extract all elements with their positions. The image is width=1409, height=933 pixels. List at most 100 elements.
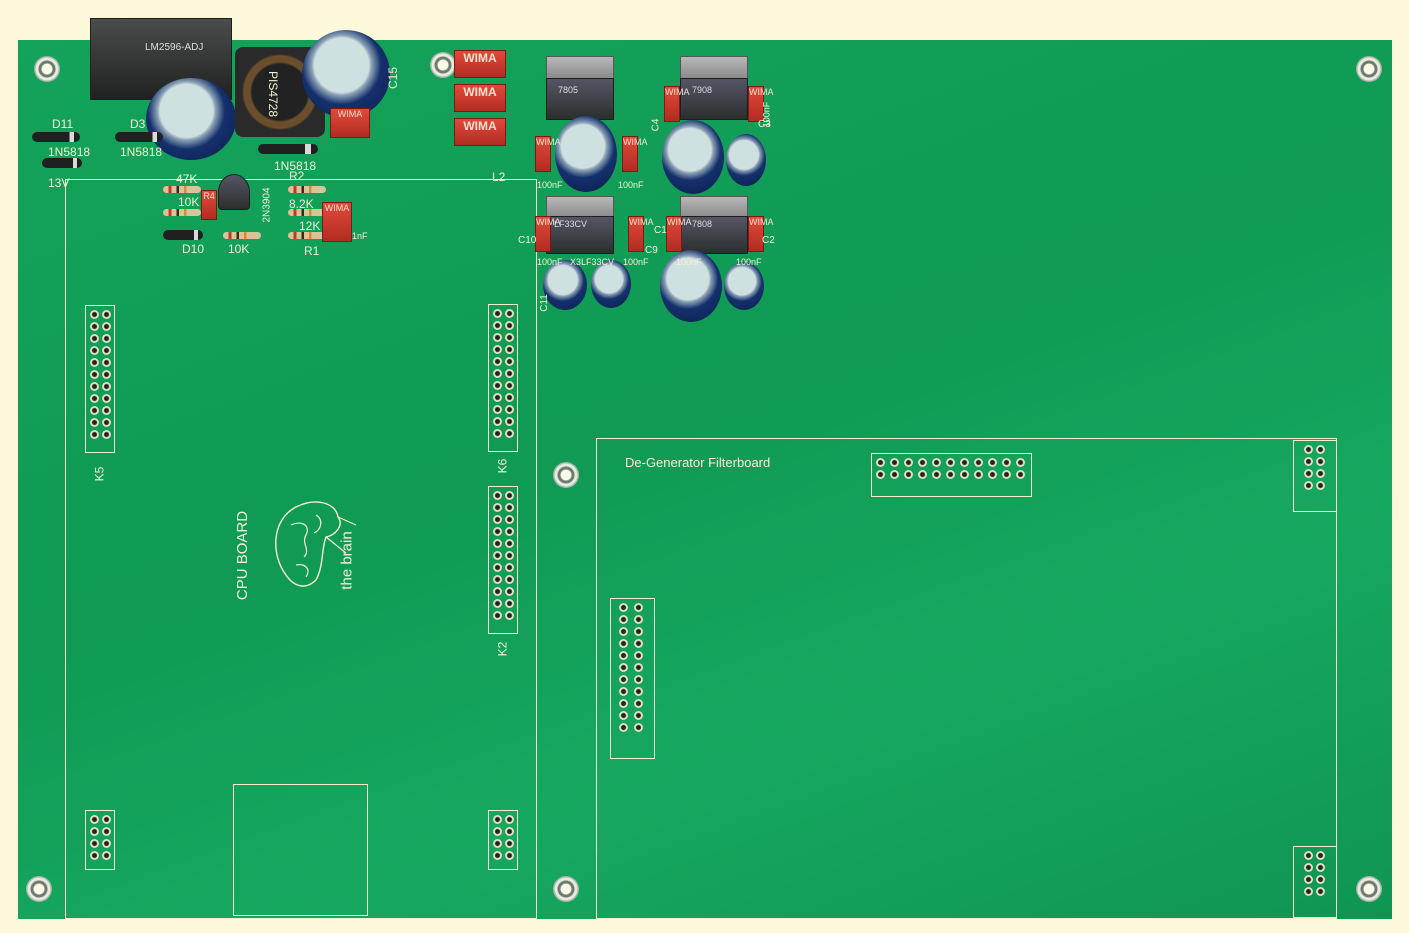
lf33-bottom-label: LF33CV (581, 257, 615, 267)
mounting-hole (1356, 876, 1382, 902)
d3-label: D3 (130, 117, 146, 131)
regulator-7808 (680, 216, 748, 254)
l2-label: L2 (492, 170, 506, 184)
header-small-right (488, 810, 518, 870)
header-k2 (488, 486, 518, 634)
regulator-lf33cv (546, 216, 614, 254)
diode-1n5818 (42, 158, 82, 168)
v13-label: 13V (48, 176, 70, 190)
nf100-d: 100nF (537, 257, 563, 267)
mounting-hole (26, 876, 52, 902)
header-k5 (85, 305, 115, 453)
mounting-hole (1356, 56, 1382, 82)
lm2596-label: LM2596-ADJ (145, 42, 204, 53)
capacitor-big (146, 78, 236, 160)
k2-label: K2 (495, 641, 510, 657)
wima-small-1: R4 (201, 190, 217, 220)
diode-d3 (115, 132, 163, 142)
regulator-7908 (680, 78, 748, 120)
nf100-f: 100nF (736, 257, 762, 267)
resistor-8k2 (288, 186, 326, 193)
regulator-7805 (546, 78, 614, 120)
reg-7908-label: 7908 (692, 85, 713, 95)
capacitor-7805-out (555, 116, 617, 192)
d12-1n5818-label: 1N5818 (274, 159, 317, 173)
d1-1n5818-label: 1N5818 (48, 145, 91, 159)
header-filter-topright (1293, 440, 1337, 512)
pcb-board: De-Generator Filterboard CPU BOARD the b… (18, 18, 1392, 919)
brain-logo (275, 501, 357, 587)
capacitor-7808-small (724, 262, 764, 310)
mounting-hole (553, 876, 579, 902)
resistor-47k (163, 186, 201, 193)
nf100-a: 100nF (537, 180, 563, 190)
header-small-left (85, 810, 115, 870)
r-47k-label: 47K (176, 172, 198, 186)
wima-c3: WIMA (748, 86, 774, 122)
mounting-hole (34, 56, 60, 82)
c3-label: C3 (758, 119, 771, 130)
wima-c-7805-left: WIMA (535, 136, 561, 172)
nf100-g: 100nF (676, 257, 702, 267)
diode-d10 (163, 230, 203, 240)
r-10k-a-label: 10K (178, 195, 200, 209)
wima-cap-1: WIMA (454, 50, 506, 78)
filterboard-label: De-Generator Filterboard (625, 455, 771, 470)
resistor-12k (288, 209, 326, 216)
header-filter-bottomright (1293, 846, 1337, 918)
r1-label: R1 (304, 244, 320, 258)
wima-c2: WIMA (748, 216, 774, 252)
k6-label: K6 (495, 458, 510, 474)
wima-capacitor: WIMA (330, 108, 370, 138)
d3-1n5818-label: 1N5818 (120, 145, 163, 159)
resistor-10k-b (223, 232, 261, 239)
mounting-hole (430, 52, 456, 78)
c2-label: C2 (762, 235, 775, 246)
capacitor-c15 (302, 30, 390, 118)
nf1-label: 1nF (352, 231, 368, 241)
diode-1n5818-right (258, 144, 318, 154)
resistor-r1 (288, 232, 326, 239)
nf100-b: 100nF (618, 180, 644, 190)
cpu-board-outline (65, 179, 537, 919)
r2-label: R2 (289, 169, 305, 183)
capacitor-lf33-out (591, 260, 631, 308)
nf100-e: 100nF (623, 257, 649, 267)
reg-7808-label: 7808 (692, 219, 713, 229)
resistor-10k-a (163, 209, 201, 216)
r-82k-label: 8.2K (289, 197, 314, 211)
reg-lf33-label: LF33CV (554, 219, 588, 229)
c9-label: C9 (645, 245, 658, 256)
pis4728-label: PIS4728 (266, 70, 281, 118)
wima-small-2: WIMA (322, 202, 352, 242)
r-10k-b-label: 10K (228, 242, 250, 256)
c15-label: C15 (386, 66, 401, 90)
header-filter-top (871, 453, 1032, 497)
capacitor-7908-small (726, 134, 766, 186)
filterboard-outline (596, 438, 1337, 919)
d11-label: D11 (52, 117, 74, 131)
reg-7805-label: 7805 (558, 85, 579, 95)
c1-label: C1 (654, 225, 667, 236)
diode-d11 (32, 132, 80, 142)
c10-label: C10 (518, 235, 537, 246)
wima-cap-3: WIMA (454, 118, 506, 146)
capacitor-7808-out (660, 250, 722, 322)
wima-c-7805-right: WIMA (622, 136, 648, 172)
nf100-c: 100nF (761, 101, 772, 128)
d10-label: D10 (182, 242, 205, 256)
wima-cap-2: WIMA (454, 84, 506, 112)
display-outline (233, 784, 368, 916)
k5-label: K5 (92, 466, 107, 482)
q-2n3904-label: 2N3904 (261, 187, 273, 223)
c11-label: C11 (538, 294, 550, 312)
c4-label: C4 (650, 118, 662, 132)
wima-c4: WIMA (664, 86, 690, 122)
capacitor-c11 (543, 260, 587, 310)
wima-c1: WIMA (666, 216, 692, 252)
x3-label: X3 (570, 257, 582, 267)
header-filter-left (610, 598, 655, 759)
r-12k-label: 12K (299, 219, 321, 233)
wima-c9: WIMA (628, 216, 654, 252)
mounting-hole (553, 462, 579, 488)
